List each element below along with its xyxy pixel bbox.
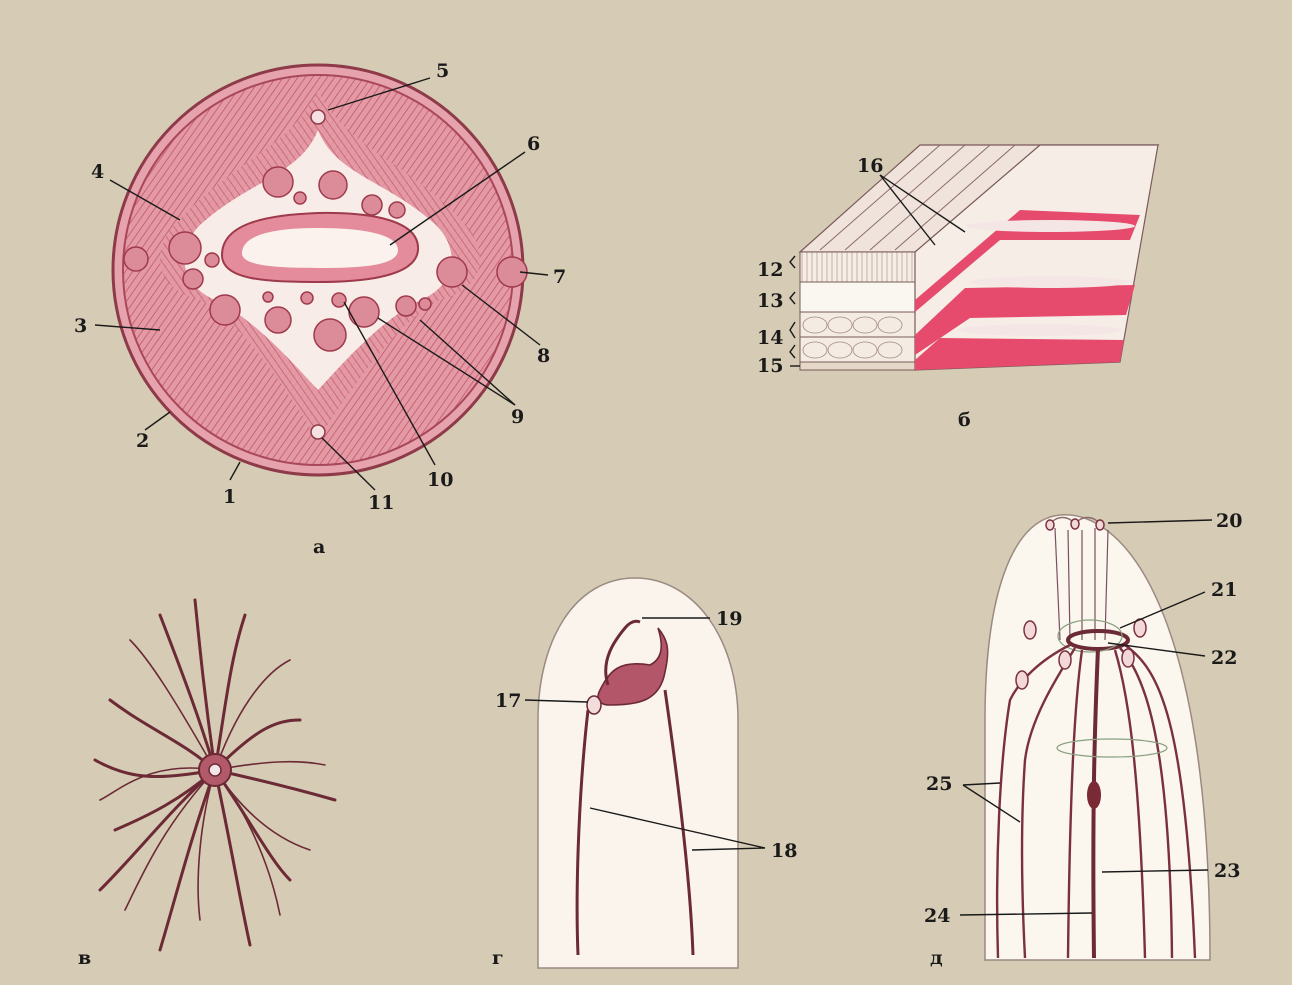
caption-a: а: [313, 536, 325, 558]
cuticle-layer-13: [800, 282, 915, 312]
label-14: 14: [757, 327, 783, 349]
label-21: 21: [1211, 579, 1237, 601]
label-9: 9: [511, 406, 524, 428]
cuticle-layer-15: [800, 362, 915, 370]
caption-v: в: [78, 947, 91, 969]
muscle-band-3: [915, 338, 1124, 370]
label-4: 4: [91, 161, 104, 183]
label-20: 20: [1216, 510, 1242, 532]
panel-d-nervous-system: 20 21 22 23 24 25 д: [924, 510, 1242, 969]
label-25: 25: [926, 773, 952, 795]
label-16: 16: [857, 155, 883, 177]
body-tip-g: [538, 578, 738, 968]
label-17: 17: [495, 690, 521, 712]
label-15: 15: [757, 355, 783, 377]
label-3: 3: [74, 315, 87, 337]
label-18: 18: [771, 840, 797, 862]
caption-d: д: [930, 947, 943, 969]
cell-nucleus: [209, 764, 221, 776]
label-12: 12: [757, 259, 783, 281]
ventral-nerve-cord: [311, 425, 325, 439]
panel-g-excretory-system: 19 17 18 г: [492, 578, 797, 969]
label-11: 11: [368, 492, 394, 514]
label-6: 6: [527, 133, 540, 155]
label-23: 23: [1214, 860, 1240, 882]
intestine-lumen: [242, 228, 398, 268]
panel-a-cross-section: 1 2 3 4 5 6 7 8 9 10 11 а: [74, 60, 566, 558]
panel-b-body-wall-block: 16 12 13 14 15 б: [757, 145, 1158, 431]
label-5: 5: [436, 60, 449, 82]
cuticle-layer-12: [800, 252, 915, 282]
caption-b: б: [958, 409, 971, 431]
label-22: 22: [1211, 647, 1237, 669]
body-tip-d: [985, 515, 1210, 960]
label-7: 7: [553, 266, 566, 288]
dorsal-nerve-cord: [311, 110, 325, 124]
panel-v-stellate-cell: [95, 600, 335, 950]
ganglion: [1087, 781, 1101, 809]
label-13: 13: [757, 290, 783, 312]
label-19: 19: [716, 608, 742, 630]
caption-g: г: [492, 947, 504, 969]
label-2: 2: [136, 430, 149, 452]
label-1: 1: [223, 486, 236, 508]
label-8: 8: [537, 345, 550, 367]
label-10: 10: [427, 469, 453, 491]
label-24: 24: [924, 905, 950, 927]
